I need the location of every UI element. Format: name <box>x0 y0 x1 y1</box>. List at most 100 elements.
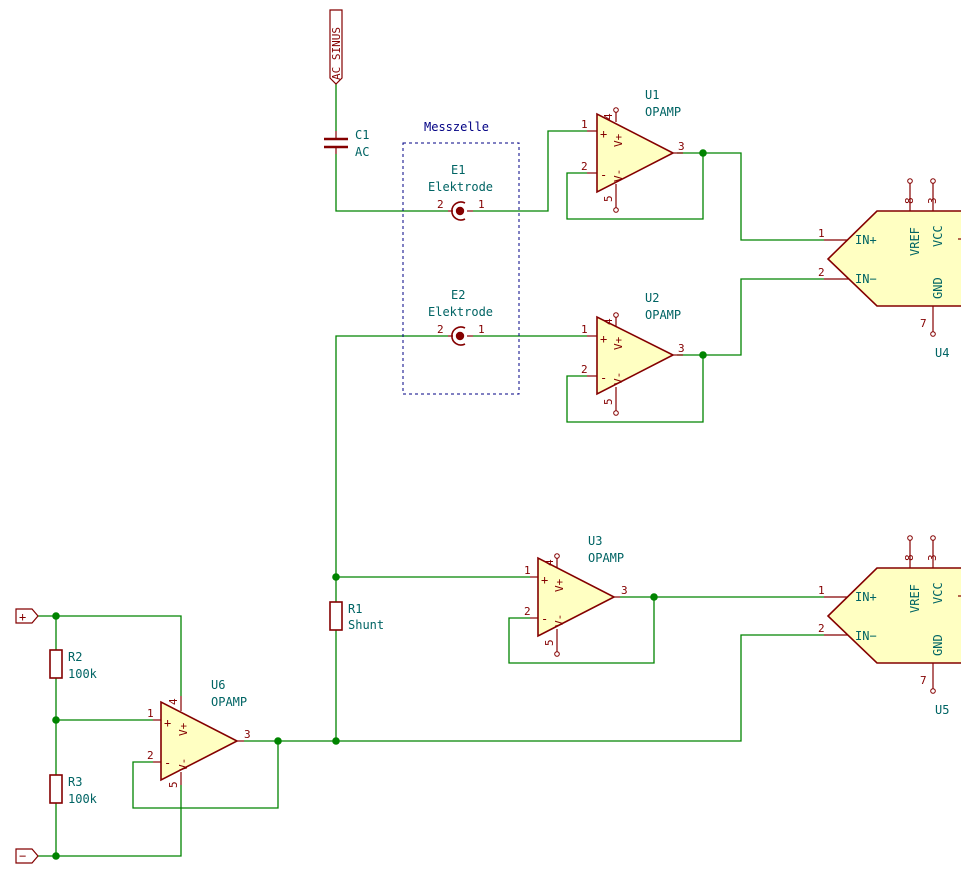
opamp-u1[interactable]: + - V+ V- 1 2 3 4 5 U1 OPAMP <box>581 88 685 213</box>
u1-pin1: 1 <box>581 118 588 131</box>
e1-value: Elektrode <box>428 180 493 194</box>
u4-pin7: 7 <box>920 317 927 330</box>
u3-vplus: V+ <box>553 578 566 592</box>
supply-plus-symbol: + <box>19 610 26 624</box>
e2-pin-left: 2 <box>437 323 444 336</box>
wire <box>566 355 704 423</box>
u1-pin2: 2 <box>581 160 588 173</box>
u1-vplus: V+ <box>612 133 625 147</box>
u1-pin4: 4 <box>602 113 615 120</box>
junction-dot <box>52 612 60 620</box>
u3-pin2: 2 <box>524 605 531 618</box>
u4-ref: U4 <box>935 346 949 360</box>
u6-vplus: V+ <box>177 722 190 736</box>
wire <box>703 278 824 356</box>
junction-dot <box>699 149 707 157</box>
e2-value: Elektrode <box>428 305 493 319</box>
r1-value: Shunt <box>348 618 384 632</box>
c1-ref: C1 <box>355 128 369 142</box>
u2-vminus: V- <box>612 372 625 385</box>
u4-pin8: 8 <box>903 197 916 204</box>
e1-ref: E1 <box>451 163 465 177</box>
e1-pin-left: 2 <box>437 198 444 211</box>
u6-value: OPAMP <box>211 695 247 709</box>
junction-dot <box>52 716 60 724</box>
junction-dot <box>650 593 658 601</box>
opamp-u6[interactable]: + - V+ V- 1 2 3 4 5 U6 OPAMP <box>147 678 251 788</box>
u1-pin5: 5 <box>602 195 615 202</box>
electrode-e2[interactable]: E2 Elektrode 2 1 <box>428 288 493 346</box>
adc-u4[interactable]: IN+ IN− VREF VCC GND 1 2 8 3 7 U4 <box>818 178 961 360</box>
e2-pin-right: 1 <box>478 323 485 336</box>
supply-plus-label[interactable]: + <box>15 608 39 624</box>
u2-pin3: 3 <box>678 342 685 355</box>
u1-plus: + <box>600 127 607 141</box>
messzelle-group: Messzelle <box>402 120 520 395</box>
junction-dot <box>332 737 340 745</box>
electrode-e1[interactable]: E1 Elektrode 2 1 <box>428 163 493 221</box>
u2-vplus: V+ <box>612 336 625 350</box>
junctions <box>52 149 707 860</box>
u2-pin2: 2 <box>581 363 588 376</box>
junction-dot <box>332 573 340 581</box>
u3-pin3: 3 <box>621 584 628 597</box>
u5-pin7: 7 <box>920 674 927 687</box>
e2-ref: E2 <box>451 288 465 302</box>
junction-dot <box>52 852 60 860</box>
u3-vminus: V- <box>553 614 566 627</box>
u4-label-inm: IN− <box>855 272 877 286</box>
resistor-r1[interactable]: R1 Shunt <box>329 601 384 632</box>
u3-ref: U3 <box>588 534 602 548</box>
u5-pin1: 1 <box>818 584 825 597</box>
capacitor-c1[interactable]: C1 AC <box>324 128 369 159</box>
resistor-r2[interactable]: R2 100k <box>49 649 98 681</box>
wire <box>703 152 824 241</box>
u4-label-vref: VREF <box>908 227 922 256</box>
u1-value: OPAMP <box>645 105 681 119</box>
u1-vminus: V- <box>612 169 625 182</box>
wire <box>38 785 182 857</box>
u6-ref: U6 <box>211 678 225 692</box>
wire <box>335 335 448 577</box>
opamp-u3[interactable]: + - V+ V- 1 2 3 4 5 U3 OPAMP <box>524 534 628 657</box>
u6-vminus: V- <box>177 758 190 771</box>
r2-value: 100k <box>68 667 98 681</box>
ac-sinus-label[interactable]: AC_SINUS <box>329 9 343 85</box>
u6-plus: + <box>164 716 171 730</box>
junction-dot <box>699 351 707 359</box>
r3-ref: R3 <box>68 775 82 789</box>
u5-label-vref: VREF <box>908 584 922 613</box>
u4-pin3: 3 <box>926 197 939 204</box>
u4-pin1: 1 <box>818 227 825 240</box>
u4-label-vcc: VCC <box>931 225 945 247</box>
wires <box>38 84 824 857</box>
messzelle-label: Messzelle <box>424 120 489 134</box>
u5-label-inp: IN+ <box>855 590 877 604</box>
wire <box>508 597 655 664</box>
u1-pin3: 3 <box>678 140 685 153</box>
junction-dot <box>274 737 282 745</box>
u2-ref: U2 <box>645 291 659 305</box>
u3-pin5: 5 <box>543 639 556 646</box>
adc-u5[interactable]: IN+ IN− VREF VCC GND 1 2 8 3 7 U5 <box>818 535 961 717</box>
u6-pin1: 1 <box>147 707 154 720</box>
u5-label-inm: IN− <box>855 629 877 643</box>
opamp-u2[interactable]: + - V+ V- 1 2 3 4 5 U2 OPAMP <box>581 291 685 416</box>
u4-label-gnd: GND <box>931 277 945 299</box>
e1-pin-right: 1 <box>478 198 485 211</box>
u3-value: OPAMP <box>588 551 624 565</box>
u5-pin3: 3 <box>926 554 939 561</box>
u1-minus: - <box>600 168 607 182</box>
u5-pin2: 2 <box>818 622 825 635</box>
wire <box>132 741 279 809</box>
supply-minus-symbol: − <box>19 849 26 863</box>
u2-pin5: 5 <box>602 398 615 405</box>
supply-minus-label[interactable]: − <box>15 848 39 864</box>
u5-label-gnd: GND <box>931 634 945 656</box>
wire <box>38 615 182 696</box>
u6-pin2: 2 <box>147 749 154 762</box>
u2-value: OPAMP <box>645 308 681 322</box>
r2-ref: R2 <box>68 650 82 664</box>
u4-label-inp: IN+ <box>855 233 877 247</box>
resistor-r3[interactable]: R3 100k <box>49 774 98 806</box>
